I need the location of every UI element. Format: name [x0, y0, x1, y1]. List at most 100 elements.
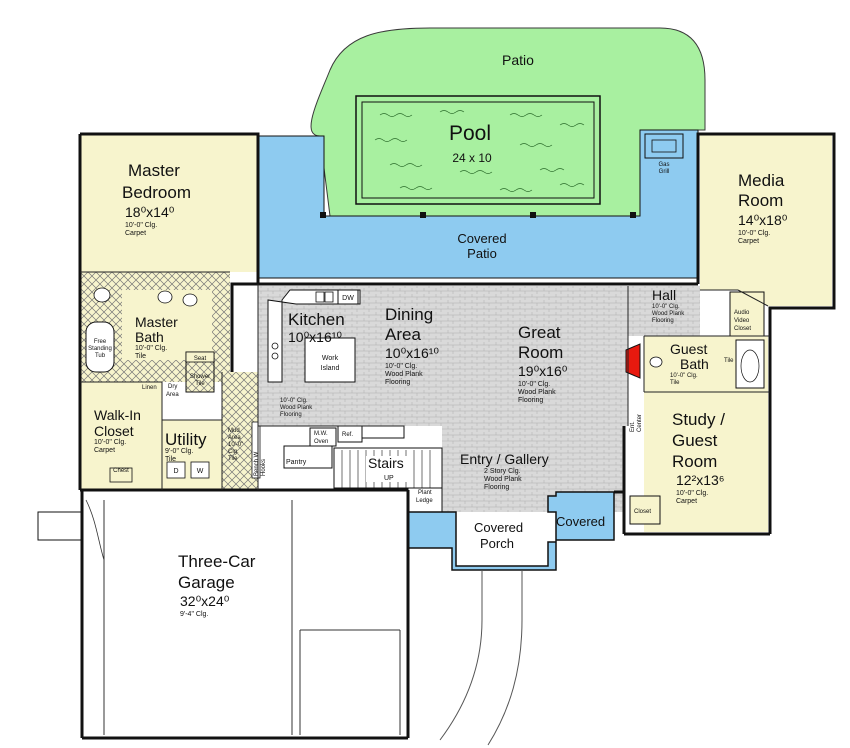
dryer: [166, 461, 186, 479]
linen-label: Linen: [142, 385, 157, 391]
utility-label: Utility: [165, 430, 207, 449]
master-bedroom-line2: Bedroom: [122, 183, 191, 202]
washer: [190, 461, 210, 479]
covered-porch-line2: Porch: [480, 536, 514, 551]
covered-label: Covered: [556, 514, 605, 529]
entry-ceiling: 2 Story Clg.: [484, 468, 521, 475]
fireplace: [625, 343, 641, 379]
audio-closet-line1: Audio: [734, 310, 750, 316]
kitchen-ceiling: 10'-0" Clg.: [280, 398, 308, 404]
patio-label: Patio: [502, 52, 534, 68]
garage-line1: Three-Car: [178, 552, 256, 571]
kitchen-floor1: Wood Plank: [280, 405, 313, 411]
study-area: [644, 392, 768, 532]
media-room-ceiling: 10'-0" Clg.: [738, 230, 770, 237]
kitchen-floor2: Flooring: [280, 412, 302, 418]
dryer-label: D: [173, 468, 178, 475]
work-island: [304, 337, 356, 383]
great-room-line1: Great: [518, 323, 561, 342]
garage-floor: [82, 490, 408, 738]
washer-label: W: [197, 468, 204, 475]
study-closet-label: Closet: [634, 509, 651, 515]
pantry-area: [283, 445, 333, 469]
pool-size: 24 x 10: [452, 151, 492, 165]
hall-ceiling: 10'-0" Clg.: [652, 304, 680, 310]
master-bedroom-dims: 18⁰x14⁰: [125, 204, 175, 220]
covered-patio-line2: Patio: [467, 246, 497, 261]
media-room-floor: Carpet: [738, 238, 759, 245]
guest-bath-floor: Tile: [670, 380, 680, 386]
master-bedroom-line1: Master: [128, 161, 180, 180]
master-bath-sinks: [93, 287, 198, 307]
garage-dims: 32⁰x24⁰: [180, 593, 230, 609]
mw-line1: M.W.: [314, 431, 328, 437]
kitchen-label: Kitchen: [288, 310, 345, 329]
great-room-dims: 19⁰x16⁰: [518, 363, 568, 379]
hall-label: Hall: [652, 287, 676, 303]
kitchen-back-counter: [361, 425, 405, 439]
garage-line2: Garage: [178, 573, 235, 592]
mud-area-line2: Area: [228, 435, 241, 441]
plant-ledge-line1: Plant: [418, 490, 432, 496]
dishwasher: [337, 289, 359, 305]
stairs-label: Stairs: [368, 455, 404, 471]
guest-bath-sink: [649, 356, 663, 368]
master-bath-floor: Tile: [135, 353, 146, 360]
bench: [251, 421, 261, 479]
media-room-dims: 14⁰x18⁰: [738, 212, 788, 228]
bench-line1: Bench W: [254, 451, 260, 476]
dining-line2: Area: [385, 325, 421, 344]
kitchen-dims: 10⁰x16¹⁰: [288, 329, 342, 345]
media-room-line1: Media: [738, 171, 785, 190]
guest-bath-line1: Guest: [670, 341, 707, 357]
dining-floor2: Flooring: [385, 379, 410, 386]
great-room-ceiling: 10'-0" Clg.: [518, 381, 550, 388]
great-room-line2: Room: [518, 343, 563, 362]
work-island-line2: Island: [321, 365, 340, 372]
mud-area-line1: Mud: [228, 428, 240, 434]
entry-floor2: Flooring: [484, 484, 509, 491]
garage-ceiling: 9'-4" Clg.: [180, 611, 208, 618]
dining-floor1: Wood Plank: [385, 371, 423, 378]
dry-area-line2: Area: [166, 392, 179, 398]
gas-grill: [644, 133, 684, 159]
study-line2: Guest: [672, 431, 718, 450]
hall-wood-floor: [628, 286, 700, 336]
walk-in-closet-line2: Closet: [94, 423, 134, 439]
interior-walls: [80, 271, 770, 490]
audio-closet-line2: Video: [734, 318, 750, 324]
dining-line1: Dining: [385, 305, 433, 324]
entry-floor1: Wood Plank: [484, 476, 522, 483]
patio-columns: [320, 212, 636, 218]
master-bedroom-floor: Carpet: [125, 230, 146, 237]
front-walkway: [439, 570, 523, 746]
dry-area-line1: Dry: [168, 384, 177, 390]
tub-line3: Tub: [95, 353, 106, 359]
entry-label: Entry / Gallery: [460, 451, 549, 467]
gas-grill-line1: Gas: [658, 162, 669, 168]
hall-floor1: Wood Plank: [652, 311, 685, 317]
guest-bath-tub: [735, 339, 765, 389]
utility-ceiling: 9'-0" Clg.: [165, 448, 193, 455]
utility-floor: Tile: [165, 456, 176, 463]
covered-patio: [257, 129, 699, 279]
audio-closet-line3: Closet: [734, 326, 751, 332]
guest-bath-ceiling: 10'-0" Clg.: [670, 373, 698, 379]
study-closet: [629, 495, 661, 525]
dining-ceiling: 10'-0" Clg.: [385, 363, 417, 370]
great-room-floor1: Wood Plank: [518, 389, 556, 396]
shower-line1: Shower: [190, 374, 210, 380]
microwave-oven: [309, 427, 337, 447]
bench-line2: Hooks: [261, 459, 267, 476]
study-floor: Carpet: [676, 498, 697, 505]
walk-in-closet-area: [80, 382, 162, 490]
garage-side-door: [37, 511, 83, 541]
guest-bath-tile: Tile: [724, 358, 734, 364]
garage-door-tracks: [103, 500, 401, 735]
shower-line2: Tile: [195, 381, 205, 387]
audio-video-closet: [729, 291, 765, 337]
plant-ledge-line2: Ledge: [416, 498, 433, 504]
pool: [355, 95, 601, 205]
media-room-area: [700, 134, 832, 306]
